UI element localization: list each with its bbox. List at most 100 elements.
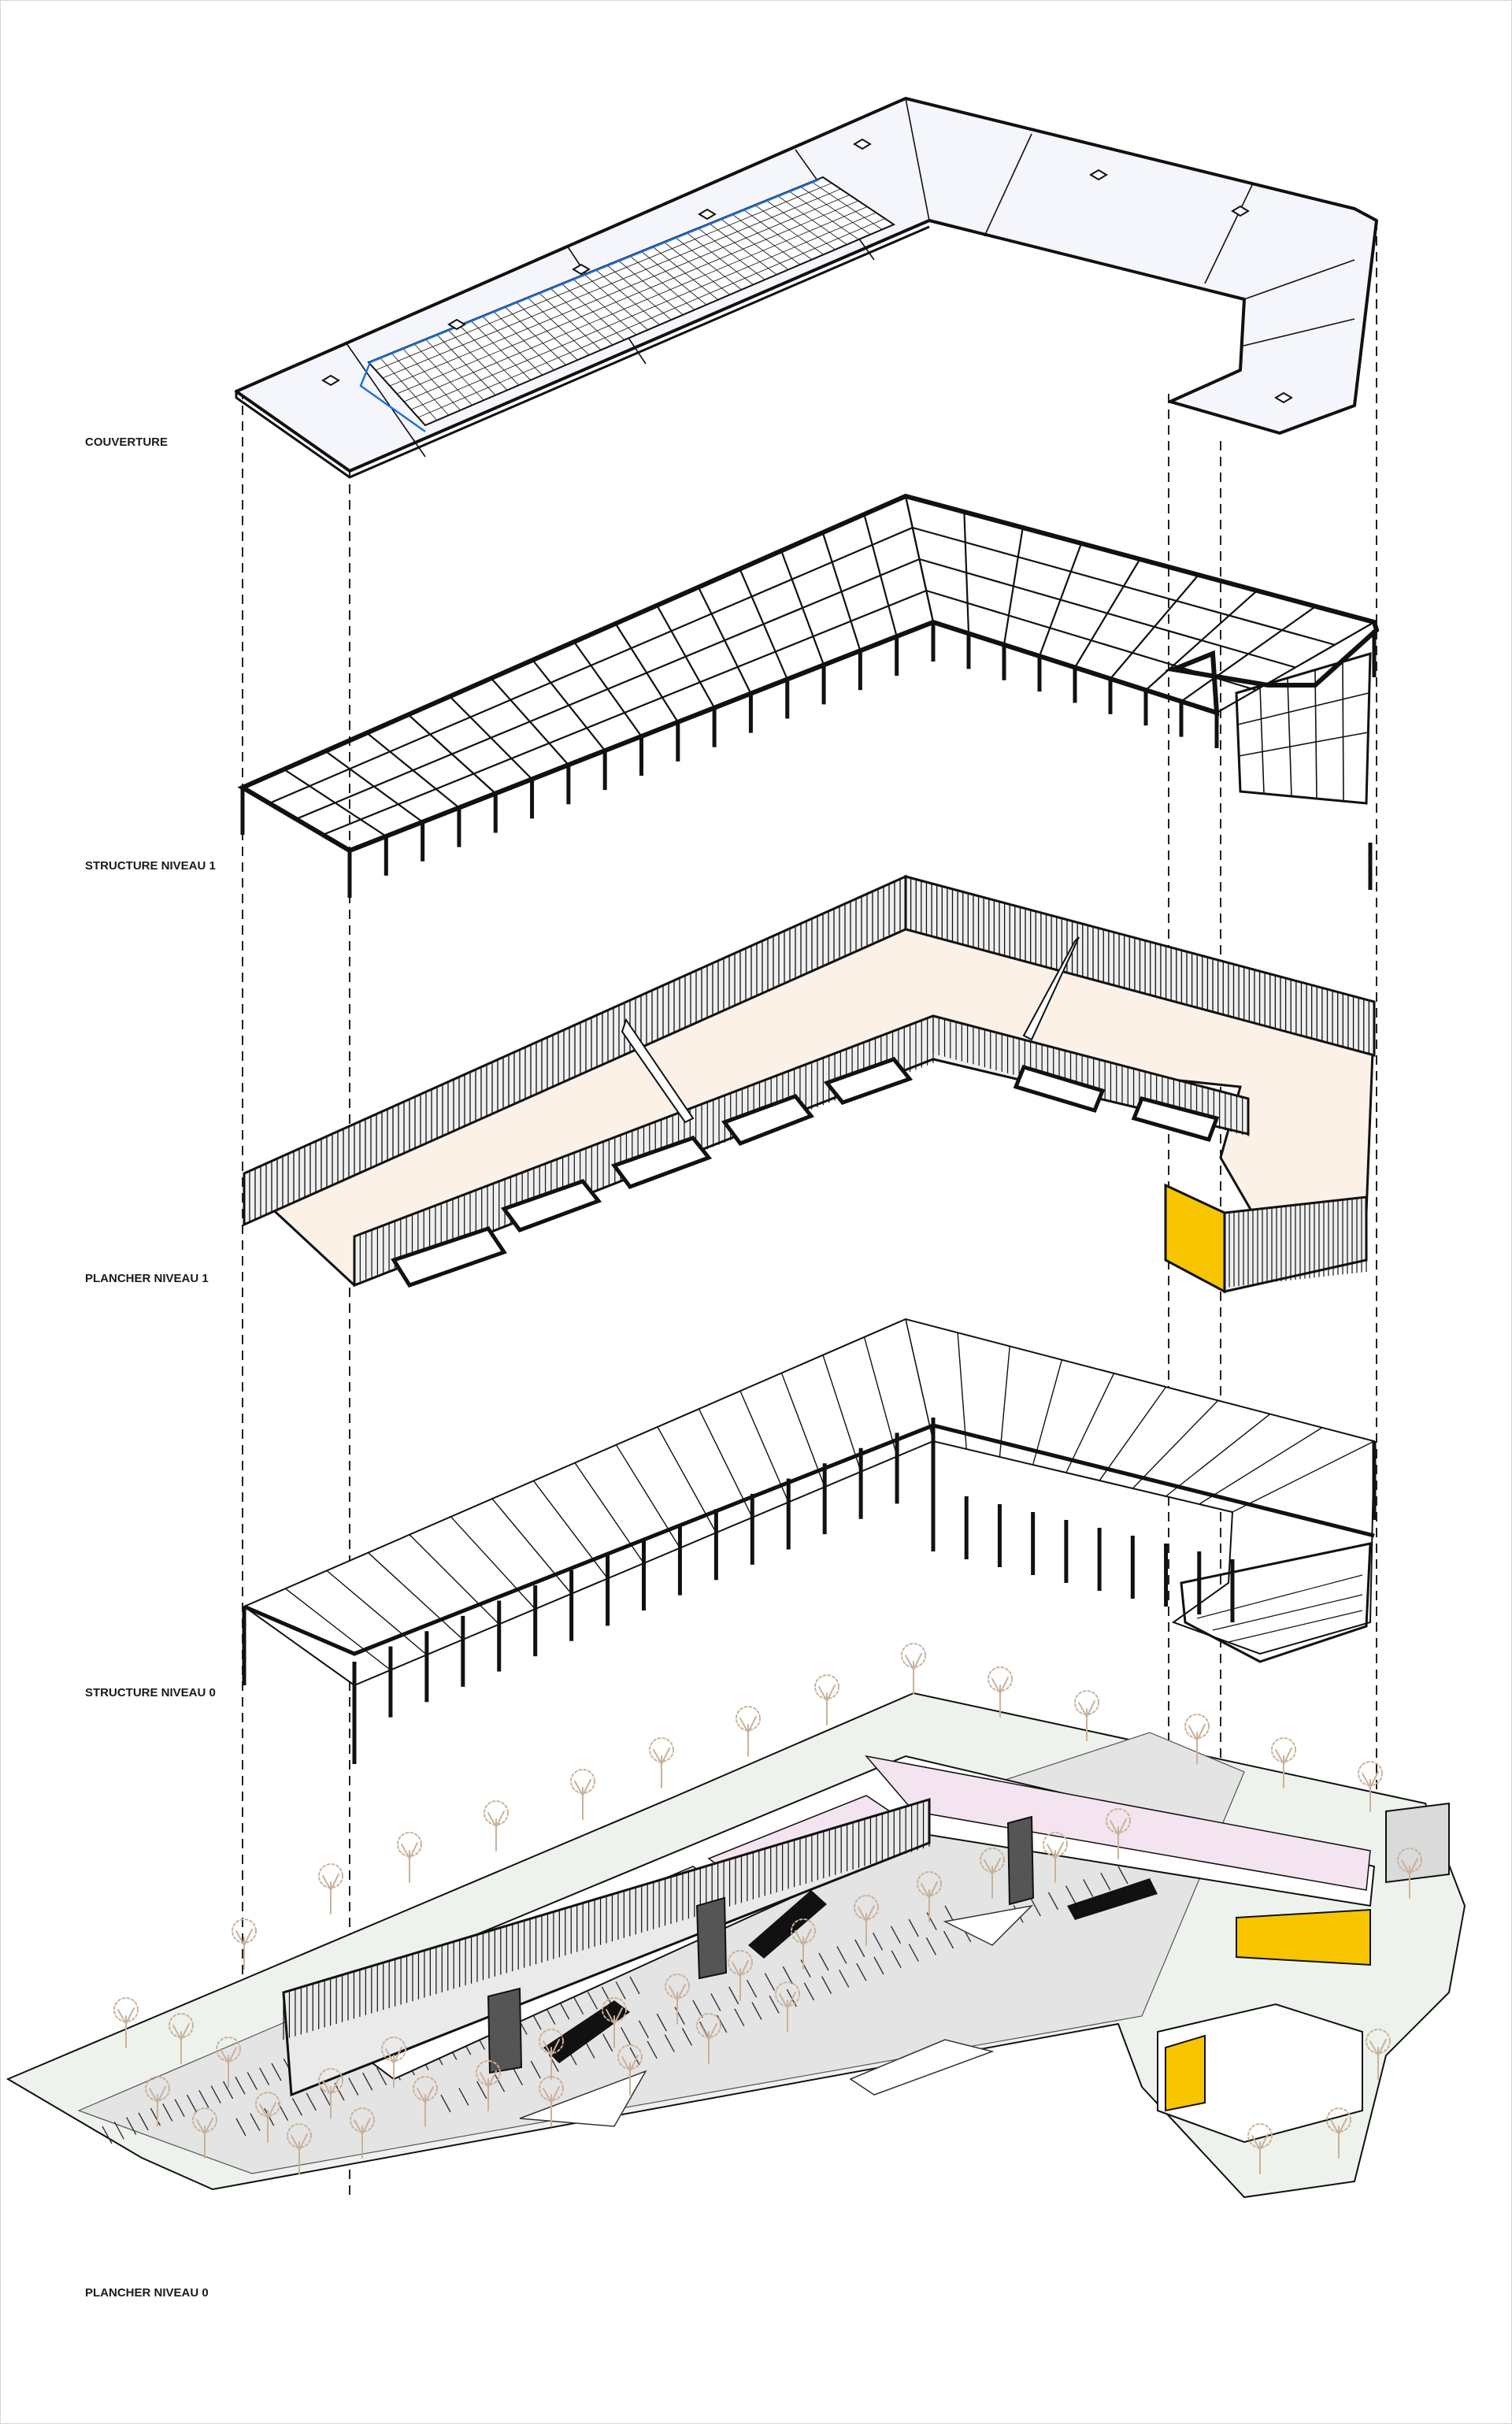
tree xyxy=(169,2013,194,2064)
label-couverture: COUVERTURE xyxy=(85,436,168,449)
slab-joint xyxy=(1199,1427,1323,1505)
parking-stripes xyxy=(102,1866,1128,2144)
slab-joint xyxy=(285,1588,391,1671)
skylight xyxy=(1089,169,1108,181)
tree-crown xyxy=(232,1918,257,1944)
tree xyxy=(988,1666,1013,1718)
roof-drain-line xyxy=(359,178,820,432)
parking-stripe xyxy=(681,2028,693,2046)
slab-joint xyxy=(822,1355,862,1472)
tree-branch xyxy=(991,1858,1001,1875)
tree xyxy=(1358,1761,1383,1812)
tree-crown xyxy=(696,2013,721,2038)
tree-crown xyxy=(917,1871,942,1896)
tree-branch xyxy=(1330,2119,1340,2135)
facade-ribs xyxy=(243,877,1375,1225)
parking-stripe xyxy=(348,2077,359,2096)
skylight xyxy=(321,374,340,387)
tree-branch xyxy=(157,2086,166,2103)
parking-stripe xyxy=(629,2047,640,2066)
tree-branch xyxy=(393,2047,402,2064)
tree-branch xyxy=(621,2056,631,2072)
tree-branch xyxy=(606,2009,615,2025)
tree-branch xyxy=(424,2086,434,2103)
label-structure-niveau-1: STRUCTURE NIVEAU 1 xyxy=(85,859,216,873)
beam xyxy=(925,589,1257,691)
tree-branch xyxy=(1409,1858,1418,1875)
parking-stripe xyxy=(890,1925,902,1944)
tree-branch xyxy=(1110,1820,1119,1836)
tree xyxy=(539,2029,564,2080)
ground-floor-site xyxy=(6,1643,1466,2199)
tree-branch xyxy=(330,1874,339,1891)
tree-branch xyxy=(787,1992,796,2009)
tree xyxy=(413,2076,438,2127)
parking-stripe xyxy=(138,2112,149,2131)
tree-branch xyxy=(913,1653,922,1670)
parking-stripe xyxy=(601,1986,612,2005)
tree-crown xyxy=(736,1706,761,1731)
roof-seams xyxy=(346,98,1355,458)
parking-stripe xyxy=(530,2060,541,2079)
parking-stripe xyxy=(629,1976,640,1995)
tree xyxy=(665,1974,690,2025)
tree-branch xyxy=(149,2088,158,2103)
tree-branch xyxy=(235,1930,245,1946)
parking-stripe xyxy=(925,1937,937,1955)
roof-skylights xyxy=(321,138,1293,404)
level-labels: COUVERTURE STRUCTURE NIVEAU 1 PLANCHER N… xyxy=(85,436,216,2300)
tree-branch xyxy=(1369,2040,1379,2056)
parking-stripe xyxy=(210,2085,221,2103)
tree-crown xyxy=(1271,1737,1296,1762)
tree xyxy=(484,1800,509,1851)
parking-stripe xyxy=(1117,1866,1128,1885)
parking-stripe xyxy=(803,1982,815,2001)
tree-branch xyxy=(322,2080,332,2096)
tree xyxy=(232,1918,257,1970)
stair-volume-outline xyxy=(1180,1542,1372,1663)
tree-branch xyxy=(1283,1748,1292,1765)
parking-stripe xyxy=(1083,1879,1094,1897)
parking-stripe xyxy=(1030,1898,1041,1917)
tree-branch xyxy=(1401,1859,1410,1875)
slab-joint xyxy=(999,1346,1010,1458)
tree-crown xyxy=(318,1863,343,1888)
tree xyxy=(1074,1690,1099,1741)
tree-branch xyxy=(661,1748,670,1765)
slab-joint xyxy=(532,1480,609,1579)
tree-branch xyxy=(865,1905,875,1922)
annex-yellow-wall xyxy=(1165,2034,1206,2112)
parking-stripe xyxy=(638,2020,650,2039)
solar-grid-line xyxy=(410,212,876,410)
slab-joint xyxy=(1132,1399,1219,1489)
black-entrance-stairs xyxy=(543,1878,1158,2063)
tree-branch xyxy=(802,1929,812,1946)
tree-branch xyxy=(401,1844,410,1859)
tree-crown xyxy=(255,2092,280,2117)
tree-crown xyxy=(145,2076,170,2101)
parking-stripe xyxy=(440,2094,451,2113)
roof-level xyxy=(235,97,1378,479)
skylight xyxy=(1274,391,1293,404)
tree-crown xyxy=(381,2037,406,2062)
tree-crown xyxy=(1358,1761,1383,1786)
tree-crown xyxy=(1106,1808,1131,1833)
tree-branch xyxy=(550,2039,560,2056)
parking-stripe xyxy=(271,2063,282,2081)
parking-stripe xyxy=(334,2082,345,2101)
tree xyxy=(901,1643,926,1694)
tree-branch xyxy=(543,2040,552,2056)
stair-volume-lines xyxy=(1196,1574,1363,1643)
tree-crown xyxy=(1184,1714,1210,1739)
skylight xyxy=(698,208,717,221)
slab-joint xyxy=(450,1516,536,1610)
parking-stripe xyxy=(198,2089,209,2108)
tree-crown xyxy=(484,1800,509,1825)
tree-crown xyxy=(1366,2029,1391,2054)
tree-branch xyxy=(267,2102,276,2119)
tree xyxy=(854,1895,879,1946)
columns xyxy=(240,622,1377,898)
tree-crown xyxy=(350,2107,375,2133)
parking-stripe xyxy=(620,2026,632,2045)
tree xyxy=(1043,1832,1068,1883)
